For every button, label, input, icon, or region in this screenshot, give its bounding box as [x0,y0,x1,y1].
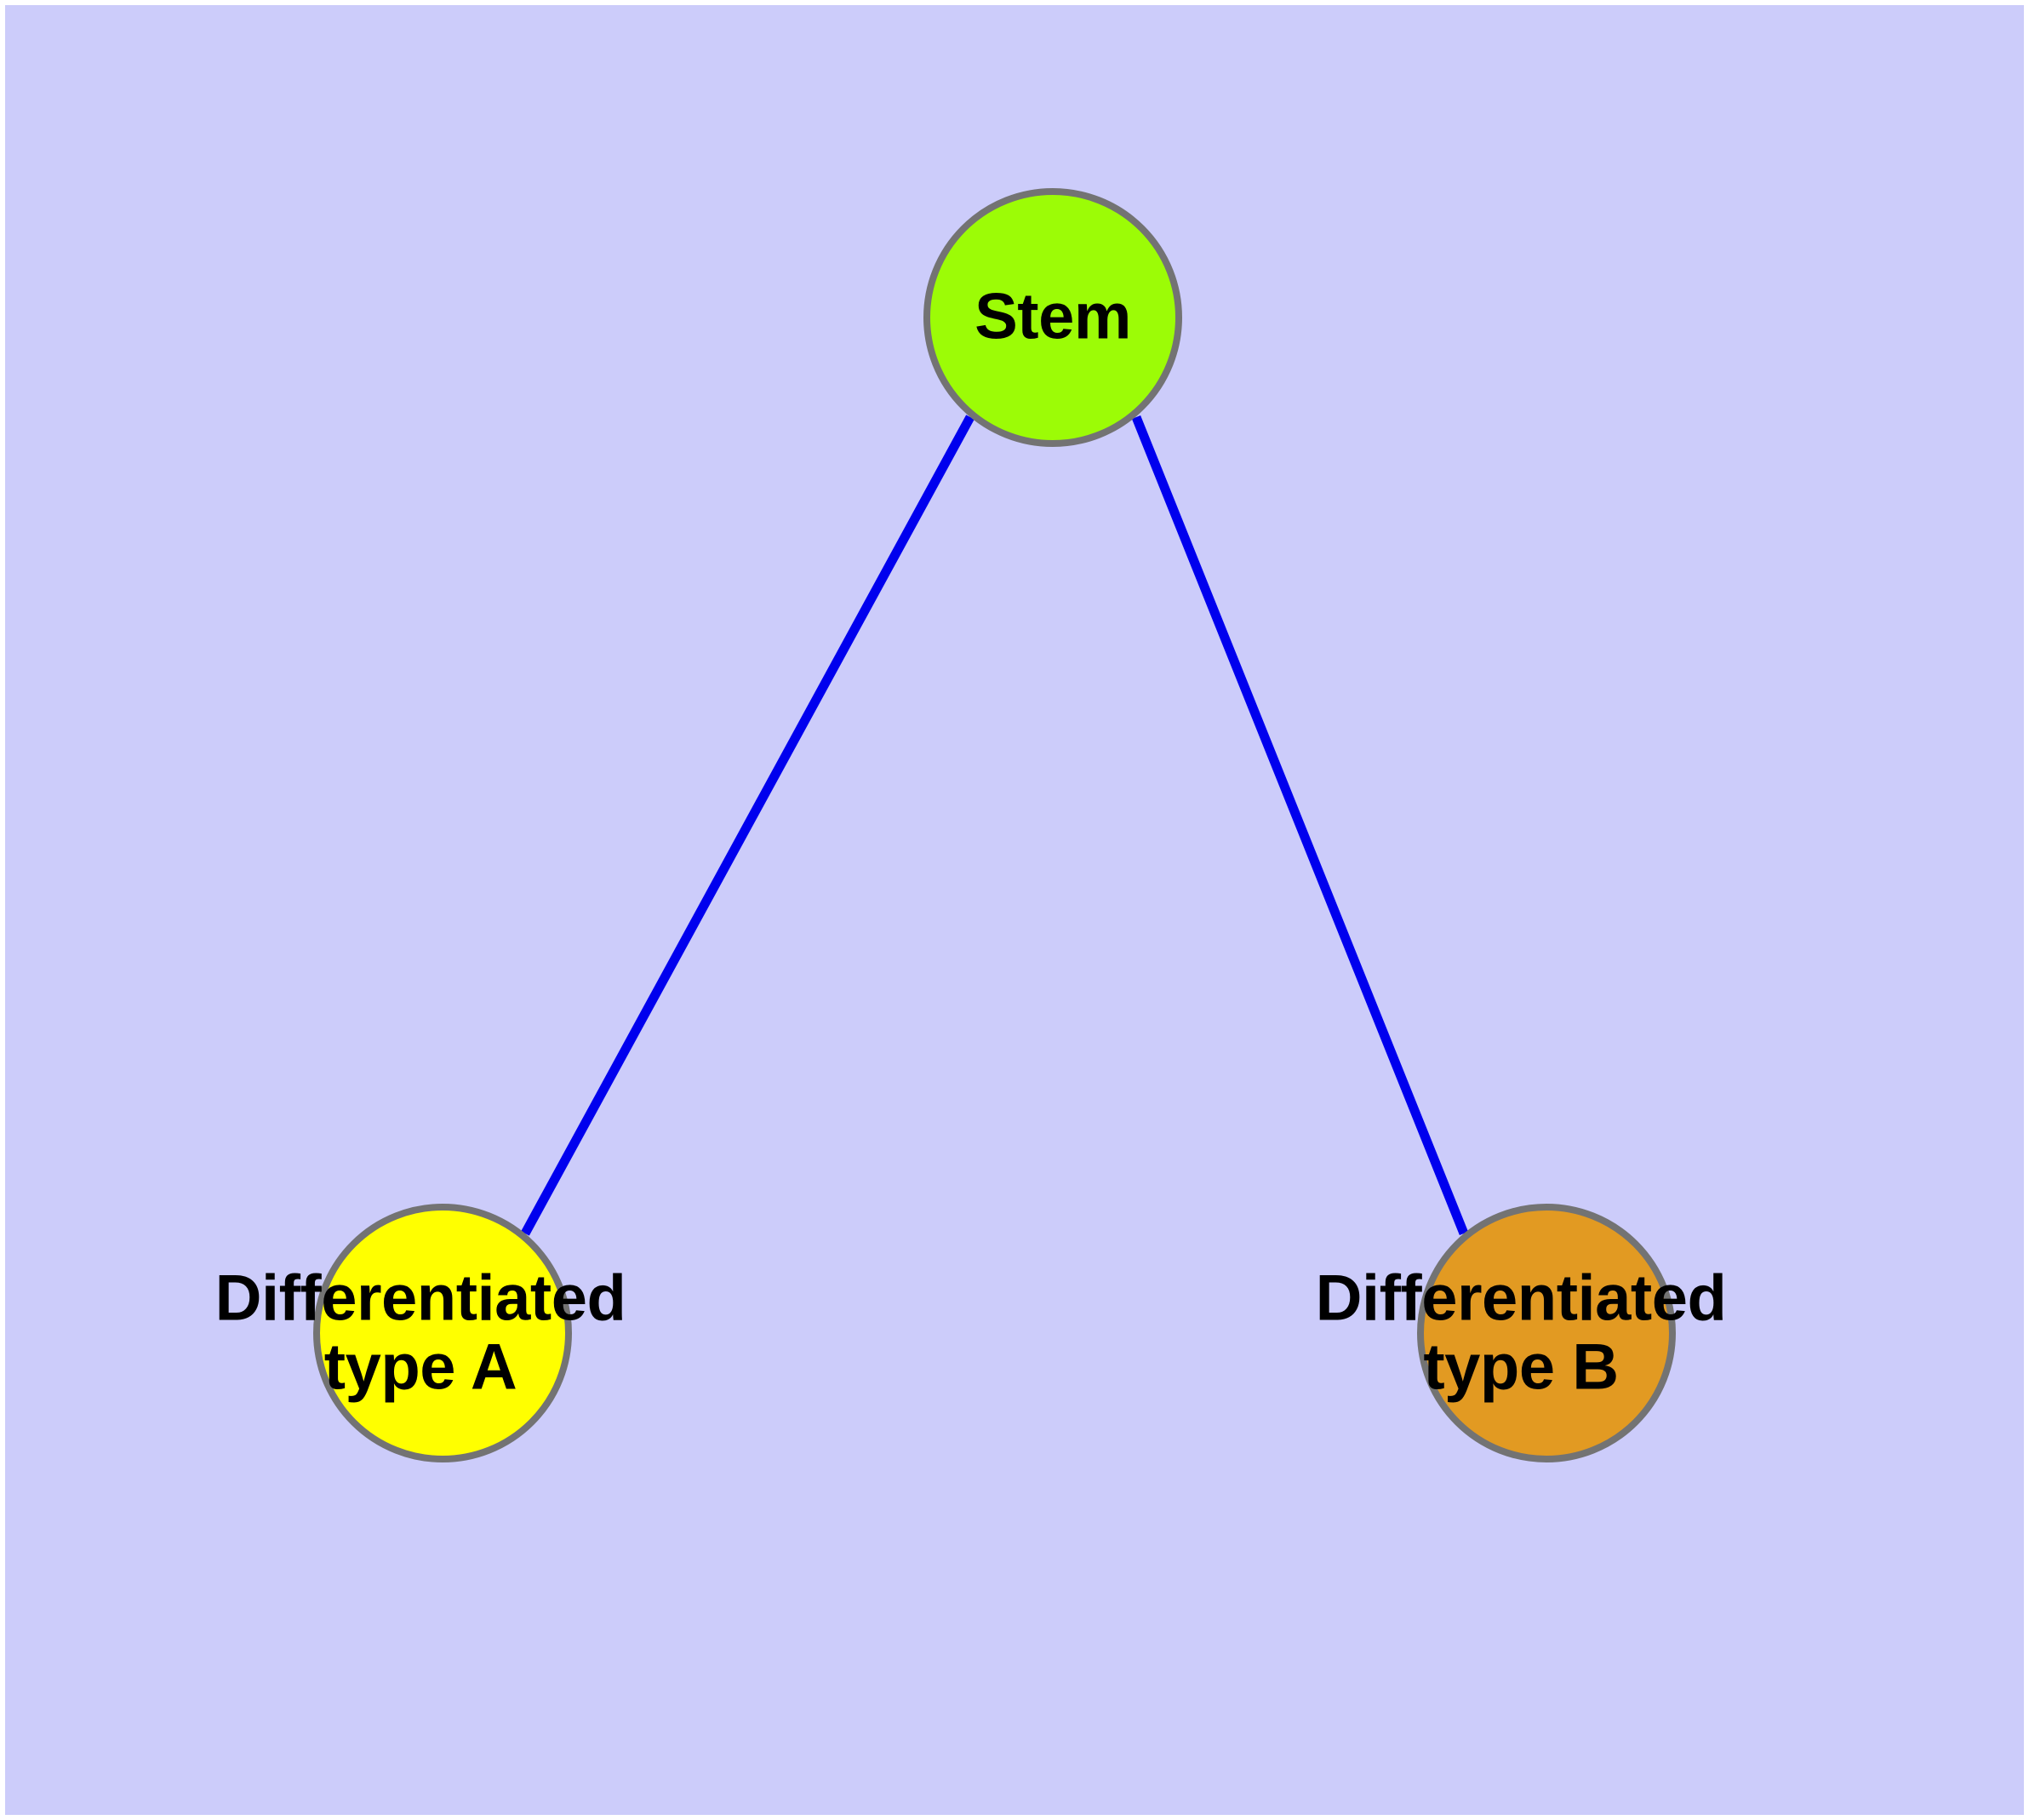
node-differentiated-type-b[interactable]: Differentiated type B [1316,1204,1727,1462]
node-differentiated-type-a[interactable]: Differentiated type A [215,1204,626,1462]
edge-stem-to-diff-b [1131,415,1469,1236]
edge-layer [521,415,1469,1236]
node-stem[interactable]: Stem [923,188,1182,447]
graph-plot-area: Stem Differentiated type A Differentiate… [5,5,2024,1815]
edge-stem-to-diff-a [521,415,974,1236]
node-stem-label: Stem [974,280,1131,353]
